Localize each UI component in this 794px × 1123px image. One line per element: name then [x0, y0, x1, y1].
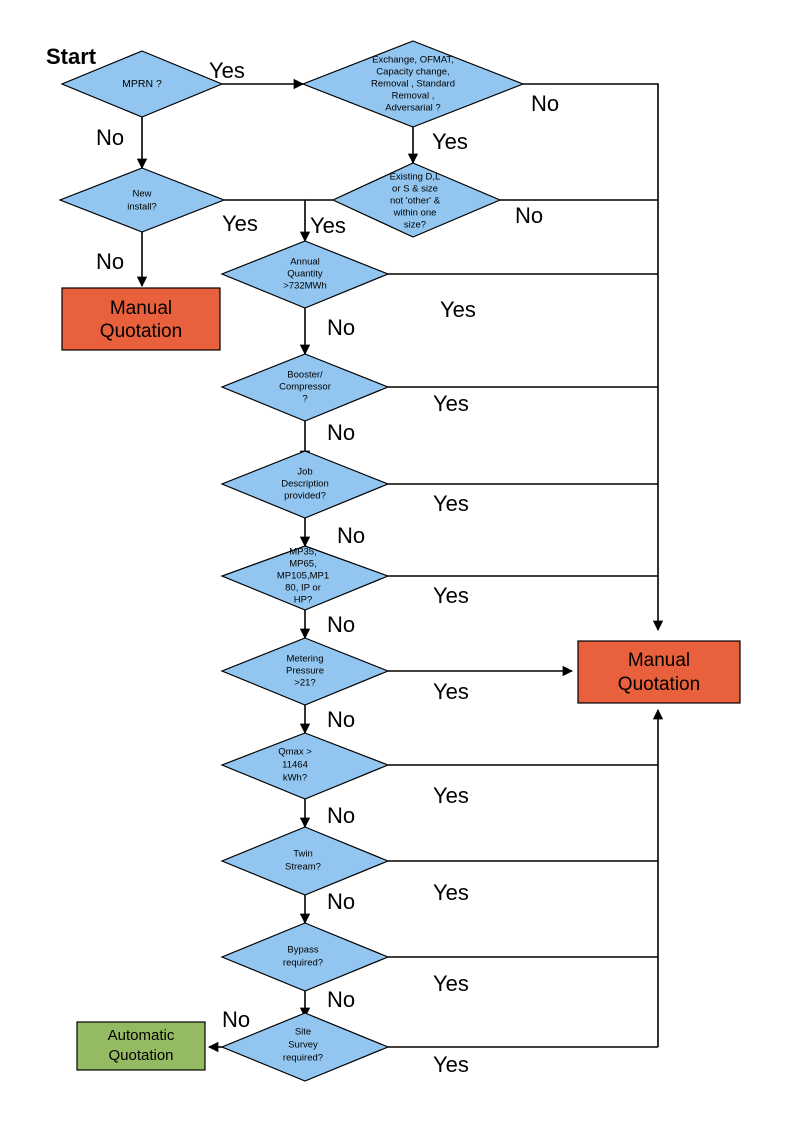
decision-metering-line-1: Pressure [286, 666, 324, 677]
decision-mp-sizes[interactable]: MP35, MP65, MP105,MP1 80, IP or HP? [220, 545, 390, 611]
decision-bypass[interactable]: Bypass required? [220, 922, 390, 992]
edge-label-booster-no: No [327, 420, 355, 445]
edge-label-job-no: No [337, 523, 365, 548]
decision-existing-line-0: Existing D,L [390, 172, 441, 183]
edge-label-booster-yes: Yes [433, 391, 469, 416]
decision-booster-line-1: Compressor [279, 382, 331, 393]
decision-twin-line-0: Twin [293, 849, 313, 860]
decision-existing-line-4: size? [404, 220, 426, 231]
edge-label-existing-no: No [515, 203, 543, 228]
terminal-manual-quotation-left[interactable]: Manual Quotation [61, 287, 221, 351]
edge-label-metering-yes: Yes [433, 679, 469, 704]
manual-left-line-1: Quotation [100, 321, 182, 342]
decision-booster[interactable]: Booster/ Compressor ? [220, 353, 390, 422]
decision-new-install[interactable]: New install? [58, 167, 226, 233]
edge-label-twin-no: No [327, 889, 355, 914]
decision-booster-line-0: Booster/ [287, 370, 323, 381]
decision-qmax-line-0: Qmax > [278, 747, 312, 758]
edge-label-twin-yes: Yes [433, 880, 469, 905]
decision-site-line-2: required? [283, 1053, 323, 1064]
automatic-line-1: Quotation [108, 1047, 173, 1064]
edge-label-newinstall-no: No [96, 249, 124, 274]
automatic-line-0: Automatic [108, 1027, 175, 1044]
decision-existing-line-3: within one [393, 208, 437, 219]
edge-label-metering-no: No [327, 707, 355, 732]
decision-annual-line-1: Quantity [287, 269, 323, 280]
edge-label-qmax-no: No [327, 803, 355, 828]
edge-label-newinstall-yes: Yes [222, 211, 258, 236]
edge-label-annual-no: No [327, 315, 355, 340]
decision-annual-quantity[interactable]: Annual Quantity >732MWh [220, 240, 390, 309]
decision-site-survey[interactable]: Site Survey required? [220, 1012, 390, 1082]
edge-label-qmax-yes: Yes [433, 783, 469, 808]
decision-metering-pressure[interactable]: Metering Pressure >21? [220, 637, 390, 706]
decision-exchange-line-4: Adversarial ? [385, 103, 440, 114]
terminal-automatic-quotation[interactable]: Automatic Quotation [76, 1021, 206, 1071]
decision-booster-line-2: ? [302, 394, 307, 405]
decision-site-line-0: Site [295, 1027, 311, 1038]
edge-label-bypass-no: No [327, 987, 355, 1012]
edge-label-site-yes: Yes [433, 1052, 469, 1077]
decision-qmax-line-2: kWh? [283, 773, 307, 784]
edges-layer [136, 78, 664, 1053]
decision-existing-line-1: or S & size [392, 184, 438, 195]
edge-label-job-yes: Yes [433, 491, 469, 516]
decision-job-line-1: Description [281, 479, 329, 490]
edge-label-mp-yes: Yes [433, 583, 469, 608]
decision-mp-line-1: MP65, [289, 559, 316, 570]
decision-metering-line-2: >21? [294, 678, 315, 689]
decision-new-install-line-0: New [132, 189, 151, 200]
edge-label-mprn-no: No [96, 125, 124, 150]
decision-mp-line-4: HP? [294, 595, 312, 606]
decision-exchange[interactable]: Exchange, OFMAT, Capacity change, Remova… [301, 40, 525, 128]
decision-existing-dls[interactable]: Existing D,L or S & size not 'other' & w… [331, 162, 502, 238]
edge-exchange-no [523, 83, 664, 632]
start-label: Start [46, 44, 97, 69]
decision-exchange-line-3: Removal , [392, 91, 435, 102]
decision-job-line-2: provided? [284, 491, 326, 502]
decision-new-install-line-1: install? [127, 202, 157, 213]
decision-twin-line-1: Stream? [285, 862, 321, 873]
edge-labels-layer: Yes No No Yes Yes No Yes No Yes No Yes N… [96, 58, 559, 1077]
decision-existing-line-2: not 'other' & [390, 196, 441, 207]
edge-label-existing-yes: Yes [310, 213, 346, 238]
edge-label-annual-yes: Yes [440, 297, 476, 322]
terminal-manual-quotation-right[interactable]: Manual Quotation [577, 640, 741, 704]
decision-qmax[interactable]: Qmax > 11464 kWh? [220, 732, 390, 800]
edge-label-mp-no: No [327, 612, 355, 637]
decision-qmax-line-1: 11464 [282, 760, 308, 771]
decision-mprn-line-0: MPRN ? [122, 78, 162, 90]
decision-exchange-line-1: Capacity change, [376, 67, 449, 78]
decision-mprn[interactable]: MPRN ? [60, 50, 224, 118]
decision-metering-line-0: Metering [287, 654, 324, 665]
decision-bypass-line-1: required? [283, 958, 323, 969]
manual-right-line-1: Quotation [618, 674, 700, 695]
decision-exchange-line-0: Exchange, OFMAT, [372, 55, 454, 66]
decision-annual-line-0: Annual [290, 257, 320, 268]
decision-mp-line-0: MP35, [289, 547, 316, 558]
decision-exchange-line-2: Removal , Standard [371, 79, 455, 90]
manual-left-line-0: Manual [110, 298, 172, 319]
decision-site-line-1: Survey [288, 1040, 318, 1051]
manual-right-line-0: Manual [628, 650, 690, 671]
edge-label-bypass-yes: Yes [433, 971, 469, 996]
edge-label-mprn-yes: Yes [209, 58, 245, 83]
decision-twin-stream[interactable]: Twin Stream? [220, 826, 390, 896]
decision-bypass-line-0: Bypass [287, 945, 318, 956]
decision-mp-line-3: 80, IP or [285, 583, 321, 594]
decision-mp-line-2: MP105,MP1 [277, 571, 329, 582]
decision-job-description[interactable]: Job Description provided? [220, 450, 390, 519]
edge-label-exchange-yes: Yes [432, 129, 468, 154]
edge-label-exchange-no: No [531, 91, 559, 116]
edge-label-site-no: No [222, 1007, 250, 1032]
decision-job-line-0: Job [297, 467, 312, 478]
decision-annual-line-2: >732MWh [283, 281, 327, 292]
